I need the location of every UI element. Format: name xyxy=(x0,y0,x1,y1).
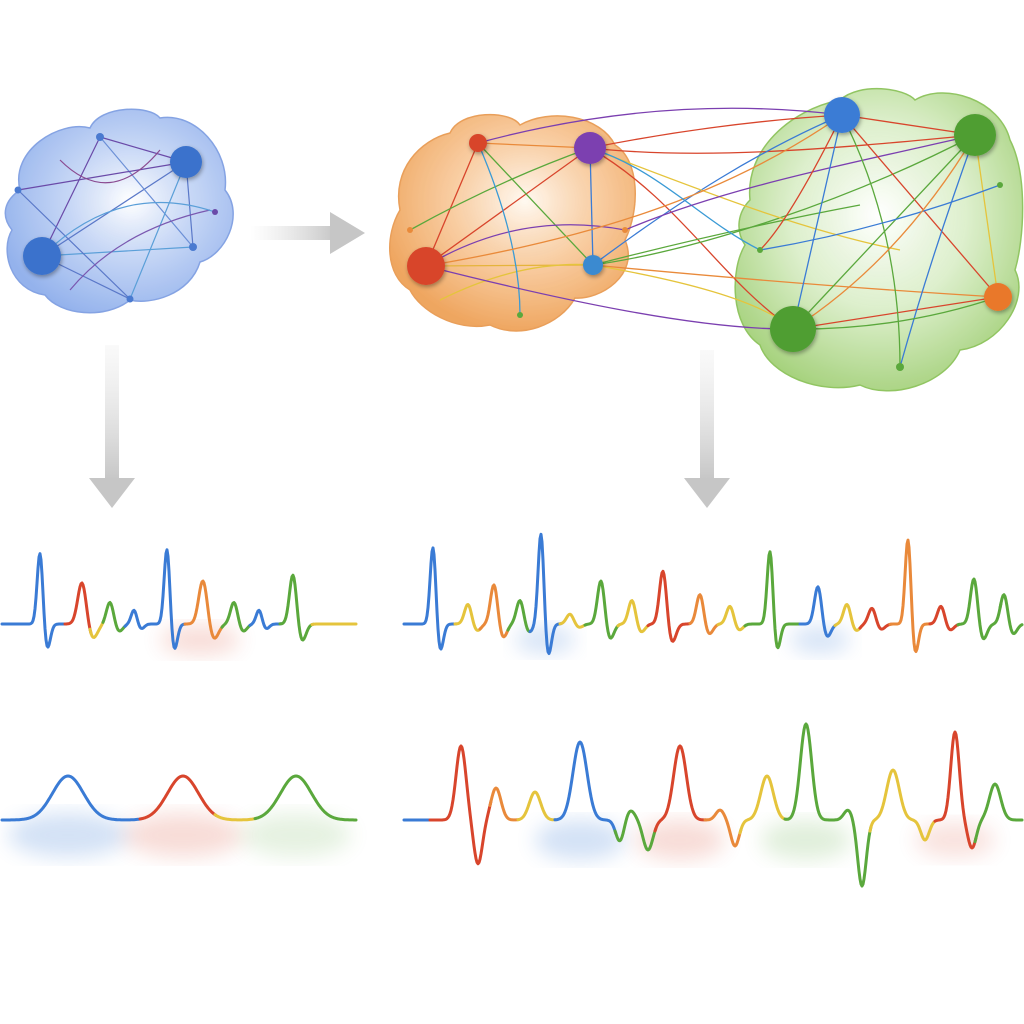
inter-network-links xyxy=(425,107,999,330)
right-spike-glow-blue2 xyxy=(790,626,850,654)
green-dot xyxy=(997,182,1003,188)
orange-network-links xyxy=(409,142,626,316)
green-node-large xyxy=(770,306,816,352)
right-spike-trace-segment xyxy=(583,579,621,640)
left-smooth-trace-segment xyxy=(213,813,258,822)
right-spike-trace-segment xyxy=(453,603,483,632)
right-mixed-trace-segment xyxy=(653,744,708,833)
right-mixed-trace-segment xyxy=(428,744,493,866)
right-mixed-trace-segment xyxy=(933,730,978,850)
waveform-glows xyxy=(8,625,995,860)
right-mixed-glow-red2 xyxy=(915,822,995,858)
left-spike-trace-segment xyxy=(248,608,283,630)
left-smooth-trace-segment xyxy=(0,774,118,822)
arrow-down-left-icon xyxy=(89,345,135,508)
right-spike-trace-segment xyxy=(858,606,893,631)
blue-node-small xyxy=(96,133,104,141)
right-mixed-trace-segment xyxy=(703,808,743,848)
right-spike-trace-segment xyxy=(646,569,693,643)
right-spike-trace-segment xyxy=(743,550,803,650)
right-spike-trace-segment xyxy=(798,585,838,638)
right-mixed-glow-green xyxy=(761,820,851,860)
right-mixed-glow-red xyxy=(635,820,725,860)
small-network-icon xyxy=(4,108,234,314)
right-spike-trace-segment xyxy=(928,604,961,632)
left-smooth-glow-red xyxy=(123,813,243,857)
right-spike-trace-segment xyxy=(833,603,863,632)
arrow-down-right-icon xyxy=(684,350,730,508)
right-mixed-trace-segment xyxy=(828,808,873,888)
right-spike-trace-segment xyxy=(998,593,1024,636)
right-mixed-trace-segment xyxy=(783,722,833,822)
right-spike-trace-segment xyxy=(528,532,563,655)
left-spike-trace-segment xyxy=(310,622,358,627)
left-spike-trace-segment xyxy=(0,552,68,649)
waveforms xyxy=(0,532,1024,888)
left-spike-trace-segment xyxy=(63,581,93,635)
orange-node xyxy=(984,283,1012,311)
right-mixed-trace-segment xyxy=(738,774,788,835)
blue-node-small xyxy=(212,209,218,215)
right-mixed-trace-segment xyxy=(553,740,618,836)
red-node-small xyxy=(469,134,487,152)
blue-node-large xyxy=(824,97,860,133)
right-spike-trace-segment xyxy=(616,599,651,634)
right-spike-trace-segment xyxy=(688,593,721,636)
left-spike-trace-segment xyxy=(220,601,253,633)
blue-node-small xyxy=(14,186,22,194)
left-spike-trace-segment xyxy=(88,618,106,639)
green-network-links xyxy=(759,114,1001,368)
left-smooth-trace-segment xyxy=(113,817,143,822)
right-spike-trace-segment xyxy=(402,546,458,651)
blue-node-small xyxy=(126,295,134,303)
left-spike-trace-segment xyxy=(278,573,315,642)
right-mixed-trace-segment xyxy=(516,790,558,822)
connected-networks-icon xyxy=(389,88,1024,392)
right-mixed-trace-segment xyxy=(973,782,1024,844)
left-spike-trace-segment xyxy=(123,548,188,650)
right-mixed-glow-blue xyxy=(535,820,625,860)
right-spike-trace-segment xyxy=(716,604,748,632)
orange-dot xyxy=(622,227,628,233)
arrow-right-icon xyxy=(250,212,365,254)
red-node-large xyxy=(407,247,445,285)
right-mixed-trace-segment xyxy=(488,786,521,822)
purple-node xyxy=(574,132,606,164)
blue-node-large xyxy=(23,237,61,275)
right-spike-trace-segment xyxy=(478,583,511,639)
left-smooth-trace-segment xyxy=(253,774,358,822)
green-dot xyxy=(896,363,904,371)
right-spike-trace-segment xyxy=(956,577,1003,641)
green-dot xyxy=(757,247,763,253)
left-smooth-glow-blue xyxy=(8,813,128,857)
blue-node-small xyxy=(583,255,603,275)
right-spike-trace-segment xyxy=(888,538,933,653)
blue-node-large xyxy=(170,146,202,178)
orange-dot xyxy=(407,227,413,233)
left-smooth-trace-segment xyxy=(138,774,218,821)
left-spike-trace-segment xyxy=(101,601,128,633)
blue-network-links xyxy=(17,136,216,300)
right-mixed-trace-segment xyxy=(613,809,658,852)
right-mixed-trace-segment xyxy=(868,768,938,842)
left-spike-trace-segment xyxy=(183,579,225,640)
orange-dot xyxy=(517,312,523,318)
left-smooth-glow-green xyxy=(241,813,351,857)
blue-node-small xyxy=(189,243,197,251)
green-node-large xyxy=(954,114,996,156)
right-spike-trace-segment xyxy=(506,599,533,634)
orange-cloud-blob xyxy=(389,113,636,332)
right-spike-trace-segment xyxy=(558,612,588,629)
